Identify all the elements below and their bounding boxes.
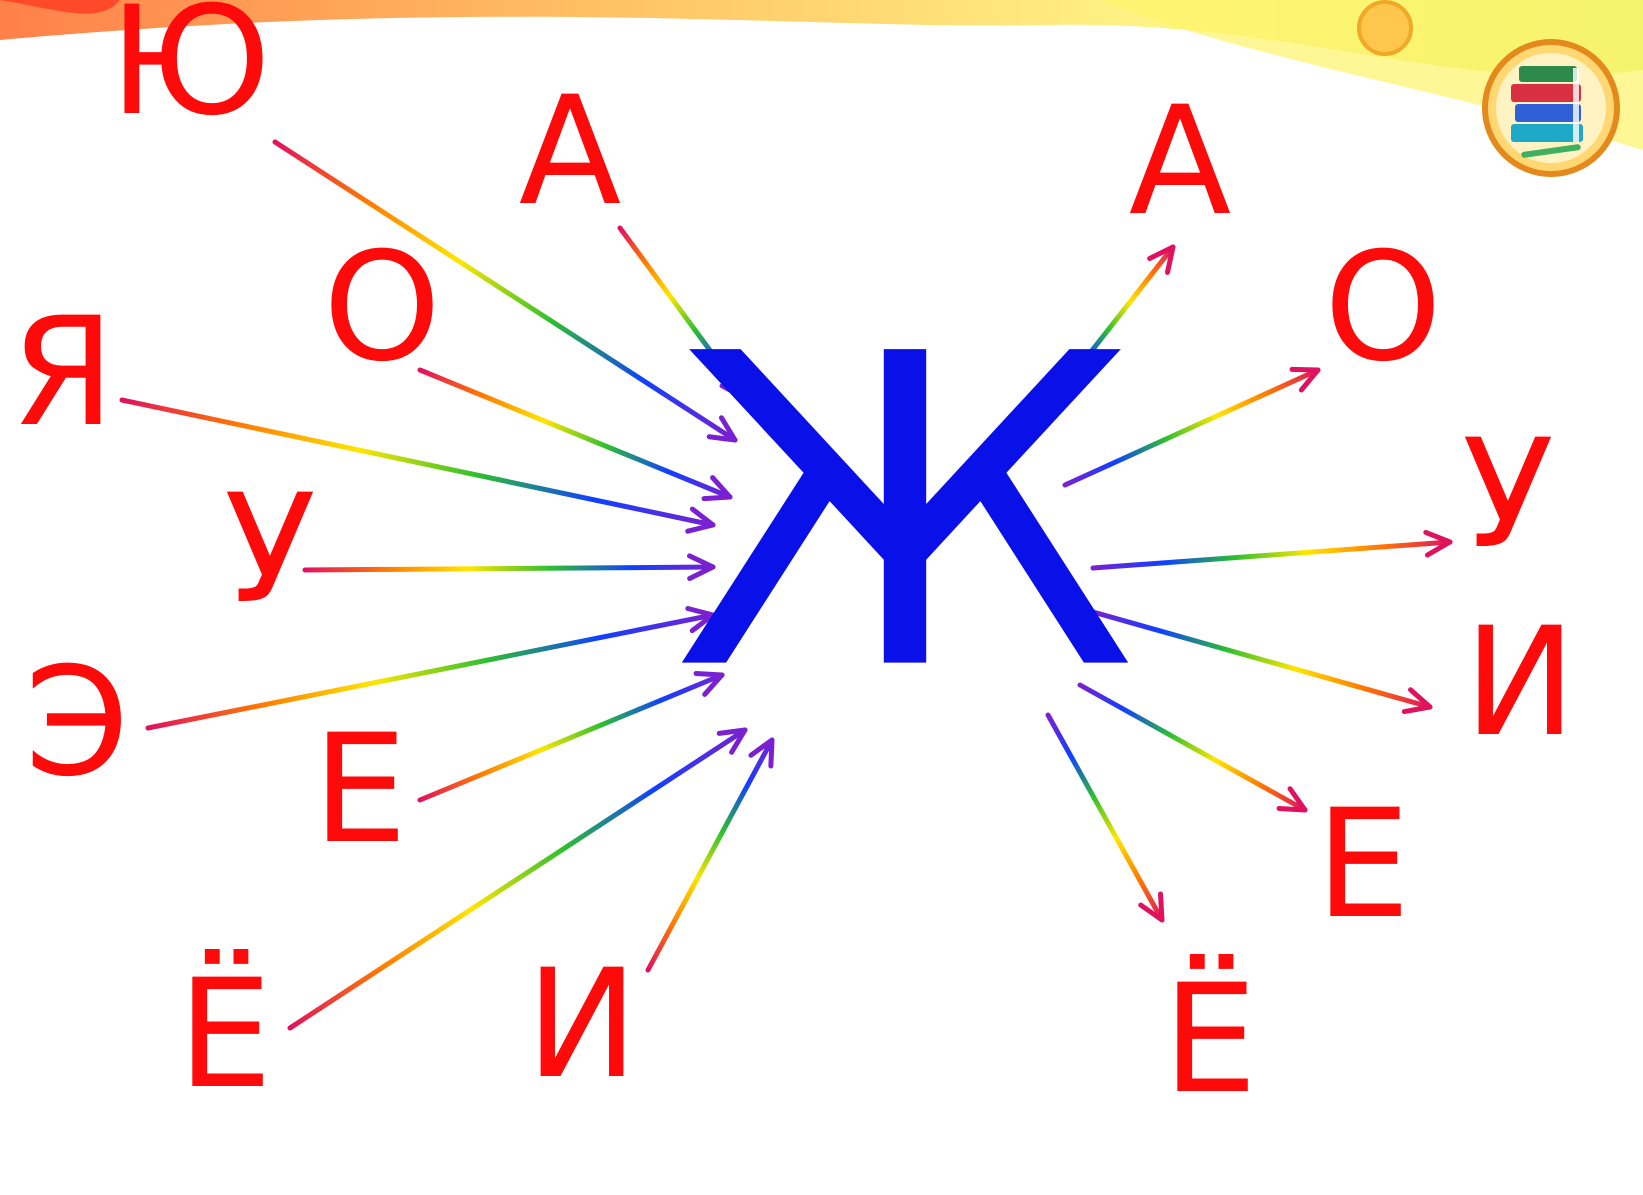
right-vowel: И bbox=[1464, 596, 1576, 770]
right-vowel: О bbox=[1324, 221, 1442, 395]
right-vowel: Ё bbox=[1163, 953, 1258, 1127]
left-vowel-group: Ю А О Я У Э Е Ё И bbox=[11, 0, 638, 1122]
arrow-line bbox=[122, 400, 713, 525]
left-vowel: Я bbox=[11, 286, 115, 460]
left-vowel: Ю bbox=[109, 0, 271, 149]
left-vowel: А bbox=[519, 65, 622, 239]
arrow-line bbox=[1093, 542, 1450, 568]
arrow-line bbox=[648, 740, 772, 970]
books-icon bbox=[1481, 38, 1621, 178]
arrow-line bbox=[305, 567, 713, 570]
right-vowel-group: А О У И Е Ё bbox=[1129, 75, 1576, 1127]
left-vowel: Е bbox=[313, 703, 408, 877]
left-vowel: У bbox=[224, 463, 315, 637]
right-vowel: А bbox=[1129, 75, 1232, 249]
left-vowel: И bbox=[526, 938, 638, 1112]
left-vowel: О bbox=[323, 221, 441, 395]
right-vowel: Е bbox=[1316, 778, 1411, 952]
left-vowel: Ё bbox=[178, 948, 273, 1122]
left-vowel: Э bbox=[25, 636, 130, 810]
center-consonant: Ж bbox=[673, 265, 1136, 765]
right-vowel: У bbox=[1462, 408, 1553, 582]
arrow-line bbox=[1093, 612, 1430, 707]
